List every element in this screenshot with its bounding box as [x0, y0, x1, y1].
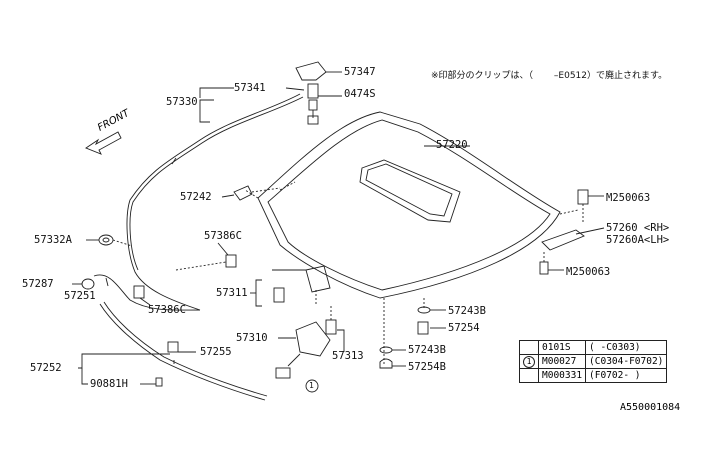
bracket-57311: [305, 265, 331, 293]
table-cell-mark: 1: [519, 354, 539, 369]
part-label-57243B-upper: 57243B: [448, 305, 486, 317]
part-label-57310: 57310: [236, 332, 268, 344]
hood-inner-edge: [267, 119, 551, 291]
bracket-57242: [233, 185, 253, 201]
clip-discontinued-note: ※印部分のクリップは、（ –E0512）で廃止されます。: [431, 71, 668, 81]
table-cell-mark: [519, 340, 539, 355]
table-row: 1 M00027 (C0304-F0702): [519, 354, 668, 369]
drawing-code: A550001084: [620, 402, 681, 413]
hood-panel: [257, 111, 561, 299]
table-cell-range: (F0702- ): [585, 368, 668, 383]
part-label-57332A: 57332A: [34, 234, 72, 246]
part-label-M250063-top: M250063: [606, 192, 651, 204]
part-label-57255: 57255: [200, 346, 232, 358]
part-label-57254: 57254: [448, 322, 480, 334]
part-label-57287: 57287: [22, 278, 54, 290]
table-cell-range: ( -C0303): [585, 340, 668, 355]
part-label-90881H: 90881H: [90, 378, 128, 390]
part-label-57220: 57220: [436, 139, 468, 151]
part-label-57313: 57313: [332, 350, 364, 362]
prop-rod: [99, 303, 266, 401]
hood-scoop-inner: [365, 163, 453, 217]
hinge-57260: [541, 229, 585, 251]
part-label-0474S: 0474S: [344, 88, 376, 100]
cable-57251: [93, 274, 201, 311]
hood-scoop: [359, 159, 461, 223]
part-label-M250063-bottom: M250063: [566, 266, 611, 278]
table-cell-part: M000331: [537, 368, 587, 383]
table-row: M000331 (F0702- ): [519, 368, 668, 383]
callout-marker-1: 1: [309, 381, 314, 390]
part-label-57254B: 57254B: [408, 361, 446, 373]
latch-57347: [295, 61, 327, 81]
part-label-57347: 57347: [344, 66, 376, 78]
part-label-57330: 57330: [166, 96, 198, 108]
part-label-57251: 57251: [64, 290, 96, 302]
table-cell-part: M00027: [537, 354, 587, 369]
part-label-57260a-lh: 57260A<LH>: [606, 234, 670, 246]
applicability-table: 0101S ( -C0303) 1 M00027 (C0304-F0702) M…: [519, 340, 668, 383]
part-label-57386C-upper: 57386C: [204, 230, 242, 242]
release-cable: [126, 93, 301, 311]
part-label-57311: 57311: [216, 287, 248, 299]
table-cell-part: 0101S: [537, 340, 587, 355]
part-label-57252: 57252: [30, 362, 62, 374]
hinge-57310: [295, 321, 331, 357]
front-arrow: [85, 131, 122, 155]
part-label-57243B-lower: 57243B: [408, 344, 446, 356]
table-cell-mark: [519, 368, 539, 383]
part-label-57341: 57341: [234, 82, 266, 94]
table-cell-range: (C0304-F0702): [585, 354, 668, 369]
part-label-57386C-lower: 57386C: [148, 304, 186, 316]
circled-number-1: 1: [523, 355, 535, 368]
part-label-57242: 57242: [180, 191, 212, 203]
table-row: 0101S ( -C0303): [519, 340, 668, 355]
part-label-57260-rh: 57260 <RH>: [606, 222, 670, 234]
